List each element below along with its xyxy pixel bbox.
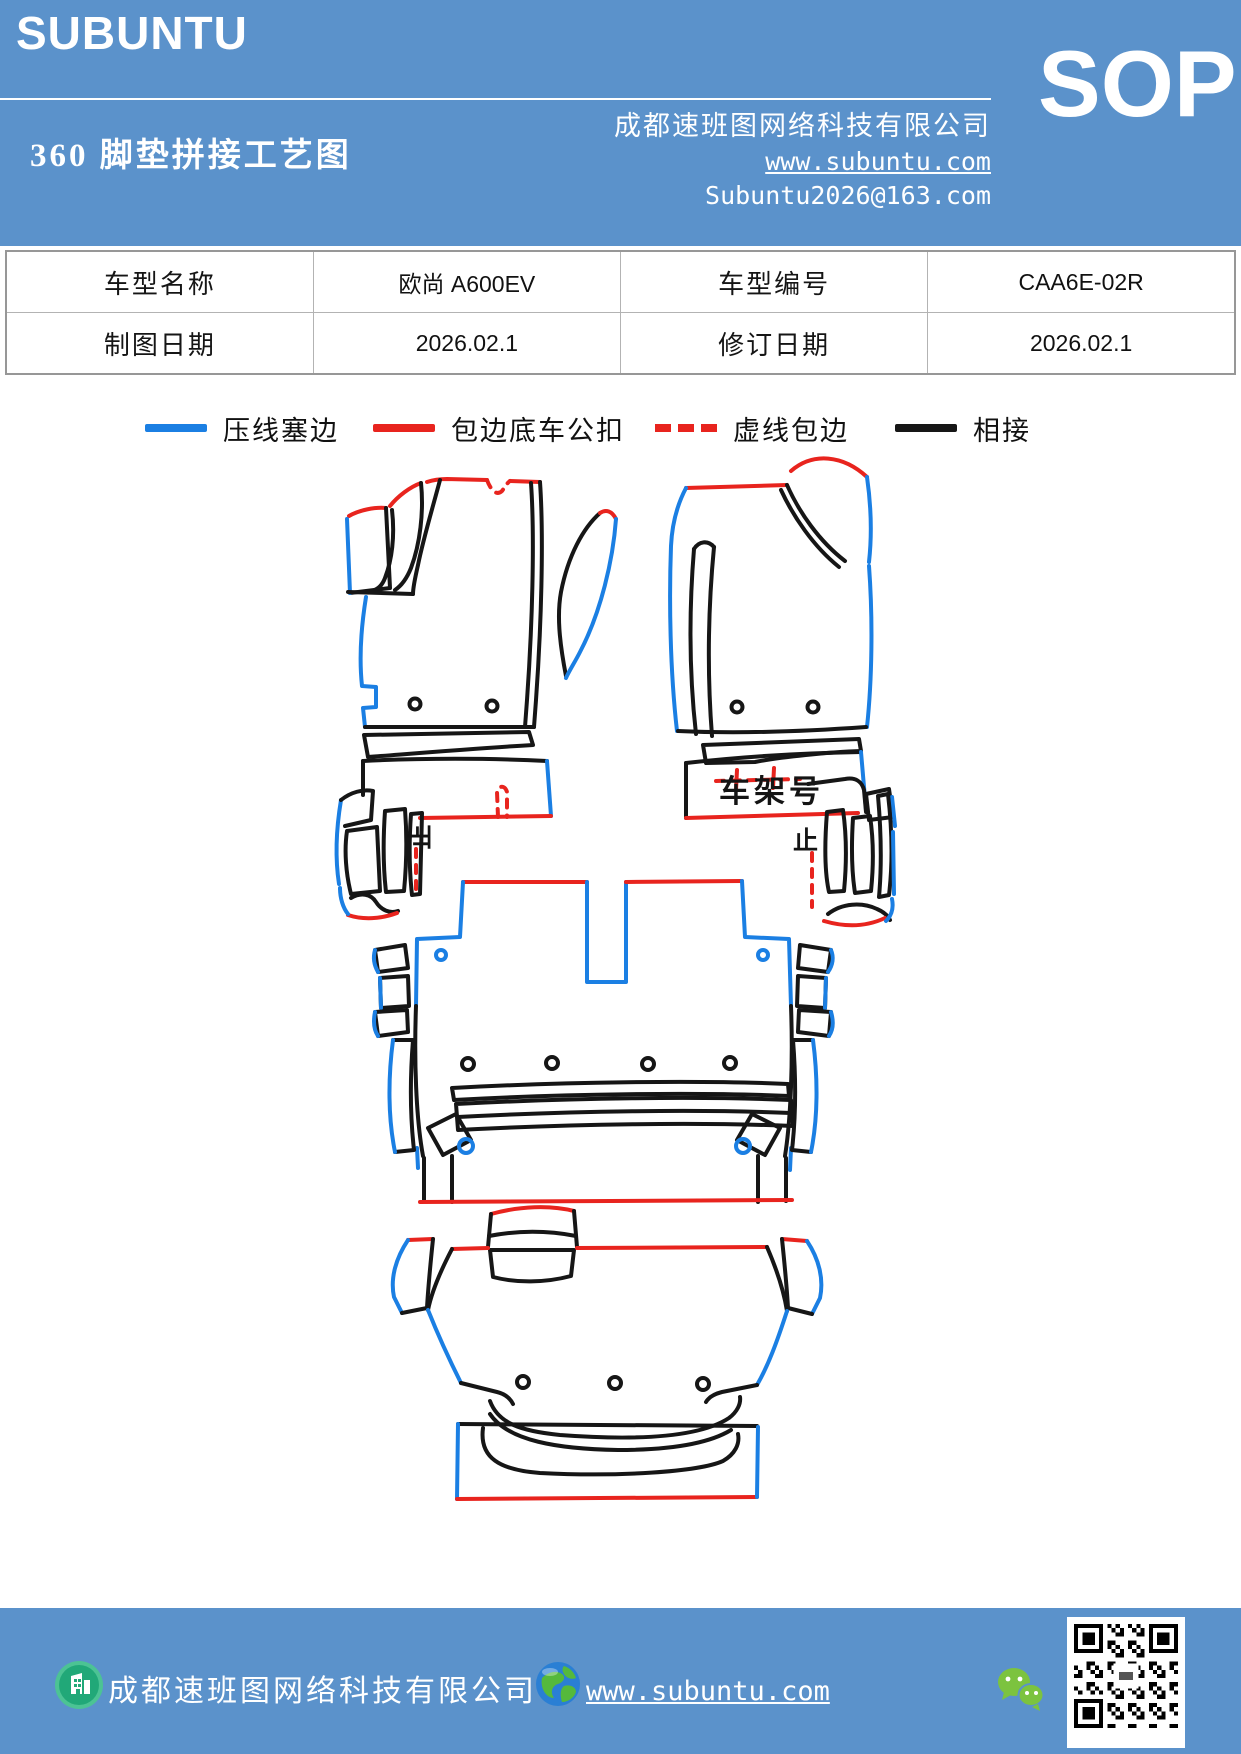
red-line-swatch [373, 424, 435, 432]
legend-item-press-edge: 压线塞边 [145, 408, 339, 448]
red-dashed-line-swatch [655, 424, 717, 432]
sop-label: SOP [1038, 31, 1237, 136]
black-line-swatch [895, 424, 957, 432]
footer-website-link[interactable]: www.subuntu.com [586, 1676, 830, 1707]
info-table: 车型名称 欧尚 A600EV 车型编号 CAA6E-02R 制图日期 2026.… [5, 250, 1236, 375]
left-rear-strip: 止 [334, 756, 553, 921]
center-mat [372, 879, 835, 1204]
vin-label: 车架号 [719, 774, 824, 809]
wechat-icon [998, 1668, 1045, 1711]
revision-date-value: 2026.02.1 [927, 312, 1236, 375]
rear-mat [390, 1205, 824, 1406]
stop-mark-left: 止 [407, 824, 435, 849]
table-row: 制图日期 2026.02.1 修订日期 2026.02.1 [5, 312, 1236, 375]
mat-diagram: 止 [334, 456, 897, 1501]
legend-item-joint: 相接 [895, 408, 1031, 448]
drawing-date-value: 2026.02.1 [312, 312, 622, 375]
header-website-link[interactable]: www.subuntu.com [765, 147, 991, 176]
globe-icon [536, 1662, 580, 1706]
header-company-name: 成都速班图网络科技有限公司 [614, 111, 991, 141]
revision-date-label: 修订日期 [619, 312, 929, 375]
drawing-date-label: 制图日期 [5, 312, 314, 375]
legend-label: 压线塞边 [223, 415, 339, 446]
header: SUBUNTU 360 脚垫拼接工艺图 成都速班图网络科技有限公司 www.su… [0, 0, 1241, 246]
legend-item-dashed-wrap: 虚线包边 [655, 408, 849, 448]
stop-mark-right: 止 [793, 827, 818, 855]
footer-company-name: 成都速班图网络科技有限公司 [108, 1675, 537, 1708]
vehicle-name-value: 欧尚 A600EV [312, 250, 622, 313]
blue-line-swatch [145, 424, 207, 432]
vin-strip: 车架号 止 [684, 750, 897, 928]
legend-label: 相接 [973, 415, 1031, 446]
front-left-mat [345, 477, 618, 759]
header-email-text: Subuntu2026@163.com [705, 181, 991, 210]
line-legend: 压线塞边 包边底车公扣 虚线包边 相接 [0, 408, 1241, 448]
vehicle-name-label: 车型名称 [5, 250, 314, 313]
qr-code [1067, 1617, 1185, 1748]
table-row: 车型名称 欧尚 A600EV 车型编号 CAA6E-02R [5, 250, 1236, 313]
model-code-label: 车型编号 [619, 250, 929, 313]
legend-label: 虚线包边 [733, 415, 849, 446]
building-icon [55, 1661, 103, 1709]
legend-item-wrap-buckle: 包边底车公扣 [373, 408, 625, 448]
header-divider [0, 98, 991, 100]
trunk-strip [455, 1395, 760, 1501]
page-title: 360 脚垫拼接工艺图 [30, 138, 352, 174]
footer: 成都速班图网络科技有限公司 www.subuntu.com [0, 1608, 1241, 1754]
legend-label: 包边底车公扣 [451, 415, 625, 446]
model-code-value: CAA6E-02R [927, 250, 1236, 313]
front-right-mat [668, 456, 874, 765]
header-logo: SUBUNTU [16, 7, 248, 59]
